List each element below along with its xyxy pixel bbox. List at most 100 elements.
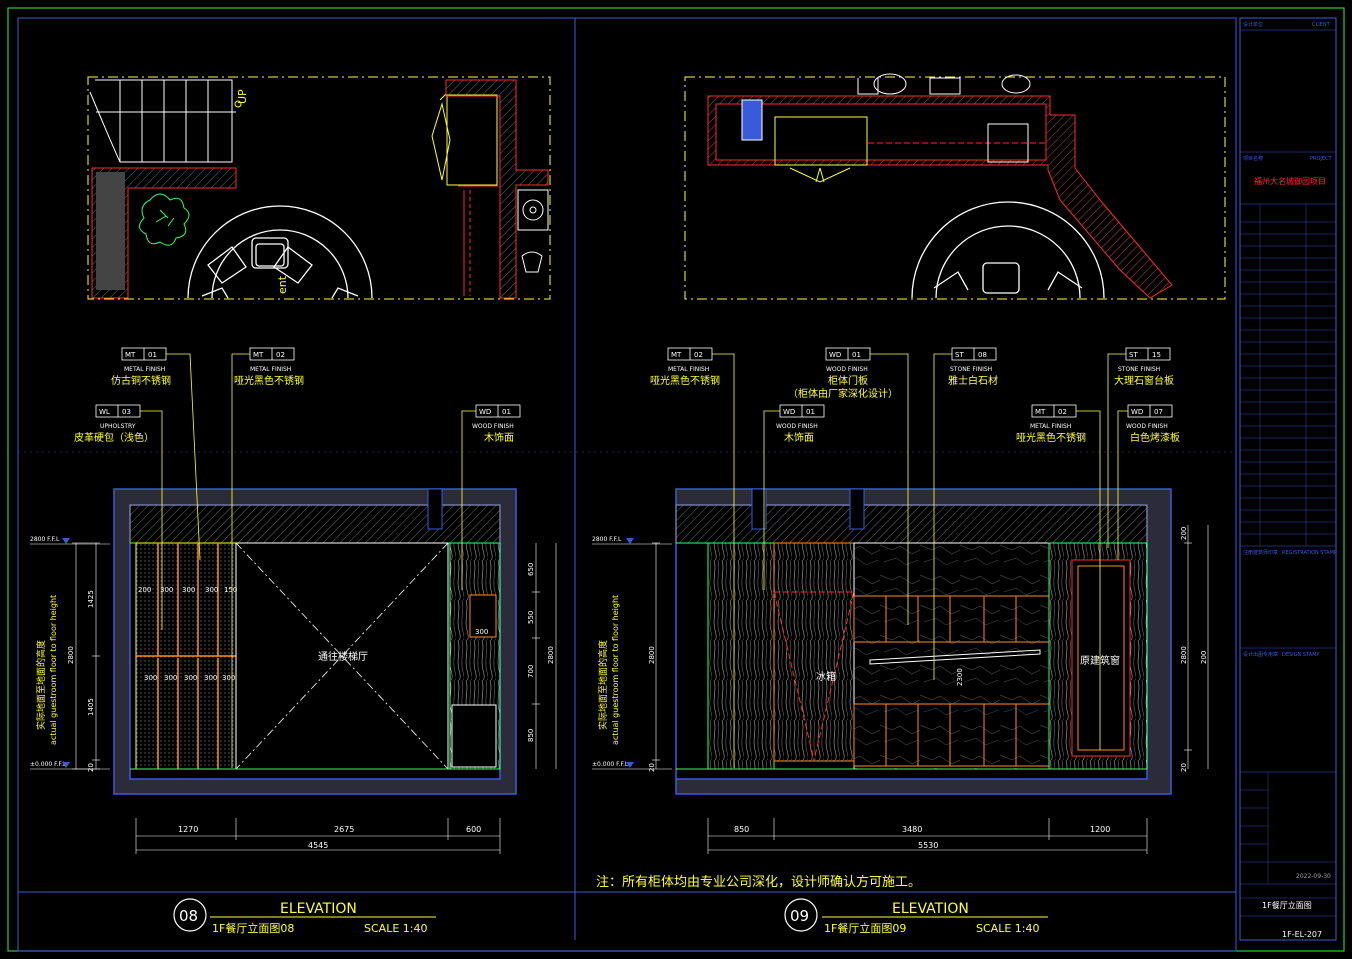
svg-text:07: 07 [1154,408,1163,416]
doorway-cross [235,542,449,770]
panel-dim: 300 [222,674,235,682]
level-marker [62,762,70,768]
fridge-cabinet [773,542,855,762]
svg-text:白色烤漆板: 白色烤漆板 [1130,431,1180,444]
svg-text:柜体门板: 柜体门板 [828,374,868,387]
dim-label: 2800 [648,646,656,664]
wall-column-inner [96,172,125,290]
wood-wall-panel [707,542,775,770]
plan-right-boundary [684,76,1226,300]
construction-note: 注：所有柜体均由专业公司深化，设计师确认方可施工。 [596,874,921,890]
svg-text:STONE FINISH: STONE FINISH [1118,366,1160,373]
svg-text:WD: WD [1131,408,1143,416]
right-dim-lines [1184,525,1209,769]
level-top: 2800 F.F.L [592,536,622,543]
elev09-beam-notch [751,488,767,530]
level-bottom: ±0.000 F.F.L [30,761,67,768]
svg-text:WOOD FINISH: WOOD FINISH [472,423,514,430]
registration-stamp-en: REGISTRATION STAMP [1282,550,1337,556]
dim-label: 1405 [87,698,95,716]
side-label-en: actual guestroom floor to floor height [49,595,58,745]
side-label-en: actual guestroom floor to floor height [611,595,620,745]
elevation-heading: ELEVATION [280,901,357,917]
side-label-cn: 实际地面至地面的高度 [597,640,609,730]
elev08-ceiling-band [129,504,501,544]
panel-grid [136,543,236,769]
svg-text:15: 15 [1152,351,1161,359]
material-tag: ST 08 STONE FINISH 雅士白石材 [933,347,998,680]
client-label-cn: 设计单位 [1243,21,1263,28]
plan-right-cabinet [774,116,868,183]
svg-text:02: 02 [276,351,285,359]
svg-text:MT: MT [253,351,264,359]
up-label: UP [236,89,249,104]
svg-text:ST: ST [955,351,964,359]
dim-label: 5530 [918,841,938,850]
wall-column [91,167,237,299]
material-tag: MT 02 METAL FINISH 哑光黑色不锈钢 [650,347,735,768]
svg-text:02: 02 [1058,408,1067,416]
bottom-dim-lines [135,818,501,854]
stair-treads [89,79,236,163]
elev09-ceiling-band [675,504,1148,544]
dim-label: 3480 [902,825,922,834]
panel-dim: 300 [182,586,195,594]
panel-dim: 200 [138,586,151,594]
lower-cabinet [451,704,497,768]
svg-text:MT: MT [125,351,136,359]
material-tag: WD 01 WOOD FINISH 木饰面 [763,404,825,590]
doorway-cross [235,542,449,770]
svg-text:METAL FINISH: METAL FINISH [250,366,291,373]
dim-label: 600 [466,825,481,834]
plan-left-wall-right [445,79,549,299]
right-dim-lines [532,543,557,769]
material-tag: WD 01 WOOD FINISH 柜体门板 （柜体由厂家深化设计） [788,347,909,625]
opening-label: 通往楼梯厅 [318,650,368,663]
svg-text:08: 08 [978,351,987,359]
level-top: 2800 F.F.L [30,536,60,543]
svg-text:WOOD FINISH: WOOD FINISH [776,423,818,430]
plan-left-cabinet [431,93,498,186]
drawing-number: 08 [179,907,198,925]
left-dim-lines [72,542,100,770]
elevation-subtitle: 1F餐厅立面图08 [212,921,294,935]
dim-label: 20 [87,763,95,772]
dim-label: 850 [527,729,535,742]
title-09: 09 ELEVATION 1F餐厅立面图09 SCALE 1:40 [784,898,1048,935]
drawing-date: 2022-09-30 [1296,873,1331,880]
client-label-en: CLIENT [1312,22,1331,28]
level-marker [62,538,70,544]
plan-right-appliances [857,73,1031,95]
round-table-right [911,201,1105,299]
up-arrow-dot [234,100,242,108]
panel-dim: 300 [164,674,177,682]
bottom-dim-lines [707,818,1148,854]
registration-stamp-cn: 注册建筑师印章 [1243,549,1278,556]
dim-label: 650 [527,563,535,576]
svg-text:WD: WD [829,351,841,359]
project-label-en: PROJECT [1310,156,1333,162]
title-08: 08 ELEVATION 1F餐厅立面图08 SCALE 1:40 [173,898,436,935]
fridge-outline [773,591,815,761]
mid-dim: 2300 [956,668,964,686]
dim-label: 20 [1180,763,1188,772]
material-tag: WD 07 WOOD FINISH 白色烤漆板 [1117,404,1180,560]
svg-text:木饰面: 木饰面 [784,431,814,444]
dim-label: 4545 [308,841,328,850]
drawing-number-circle [784,898,818,932]
marble-wall [853,542,1050,770]
dim-label: 20 [648,763,656,772]
elevation-08: 200 300 300 300 150 300 300 300 300 300 … [30,347,557,854]
panel-dim: 300 [205,586,218,594]
revision-grid [1240,204,1336,546]
svg-text:哑光黑色不锈钢: 哑光黑色不锈钢 [234,374,304,387]
dim-label: 2800 [1180,646,1188,664]
plan-left-boundary [87,76,551,300]
dim-label: 1200 [1090,825,1110,834]
svg-text:01: 01 [148,351,157,359]
svg-text:01: 01 [852,351,861,359]
round-table-left [187,205,373,299]
fridge-outline [813,591,855,761]
plant-icon [139,193,190,246]
elev08-beam-notch [427,488,443,530]
